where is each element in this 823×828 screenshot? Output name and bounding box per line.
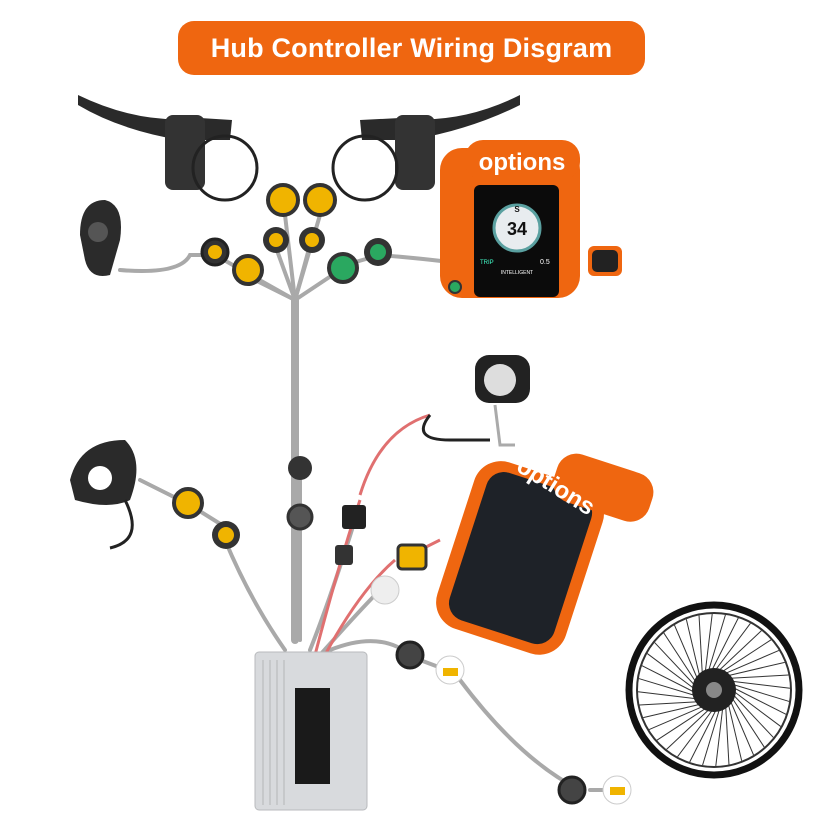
thumb-throttle [80, 200, 121, 276]
wheel-spoke [673, 624, 699, 682]
page-title: Hub Controller Wiring Disgram [210, 32, 613, 63]
wheel-spoke [725, 661, 785, 677]
xt60-connector [396, 543, 428, 571]
wheel-spoke [729, 680, 791, 689]
right-brake-lever [331, 95, 520, 202]
motor-connectors [395, 640, 632, 805]
wheel-spoke [730, 683, 790, 702]
wheel-spoke [731, 686, 787, 715]
display-speed: 34 [507, 219, 527, 239]
harness-connector [286, 503, 314, 531]
wheel-spoke [704, 613, 713, 675]
wheel-spoke [722, 649, 780, 675]
wheel-spoke [638, 678, 698, 697]
display-trip-value: 0.5 [540, 259, 550, 266]
wheel-spoke [648, 705, 706, 731]
display-option: options S 34 TRIP 0.5 INTELLIGENT [440, 140, 622, 298]
wheel-spoke [698, 615, 703, 677]
wheel-spoke [647, 653, 697, 691]
wheel-spoke [707, 614, 726, 674]
brake-connectors [266, 183, 337, 217]
handlebar-connectors [200, 227, 392, 286]
display-brand: INTELLIGENT [501, 270, 533, 276]
left-brake-lever [78, 95, 259, 202]
wheel-spoke [715, 705, 724, 767]
display-remote-button [592, 250, 618, 272]
xt60-plug [370, 575, 400, 605]
title-banner: Hub Controller Wiring Disgram [178, 21, 645, 75]
wheel-spoke [710, 617, 739, 673]
wheel-spoke [637, 691, 699, 700]
hub-controller [254, 651, 368, 811]
display-options-badge: options [479, 149, 566, 176]
wheel-spoke [666, 707, 712, 750]
headlight-plug [342, 505, 366, 529]
light-connector [288, 456, 312, 480]
wheel-spoke [677, 707, 715, 757]
wheel-spoke [730, 695, 765, 748]
wheel-spoke [729, 698, 755, 756]
wheel-spoke [702, 706, 721, 766]
wheel-spoke [727, 701, 743, 761]
wheel-spoke [641, 665, 697, 694]
wheel-spoke [654, 642, 697, 688]
headlight [421, 355, 530, 447]
wheel-spoke [639, 701, 701, 706]
wheel-spoke [725, 703, 730, 765]
controller-label [295, 688, 330, 784]
wheel-spoke [713, 623, 751, 673]
wheel-spoke [731, 692, 774, 738]
wheel-spoke [689, 707, 718, 763]
wheel-spoke [656, 706, 709, 741]
battery-pack [448, 472, 593, 645]
wheel-spoke [727, 674, 789, 679]
display-trip-label: TRIP [480, 260, 494, 266]
wheel-spoke [716, 630, 762, 673]
hub-motor-wheel [625, 601, 803, 779]
wheel-spoke [643, 703, 703, 719]
battery-option [436, 453, 654, 655]
wheel-spoke [719, 639, 772, 674]
small-plug [335, 545, 353, 565]
wheel-spoke [663, 632, 698, 685]
pas-sensor [70, 440, 240, 550]
display-mode: S [514, 205, 520, 214]
wheel-spoke [685, 619, 701, 679]
power-wires [313, 413, 441, 656]
wheel-spoke [731, 689, 781, 727]
